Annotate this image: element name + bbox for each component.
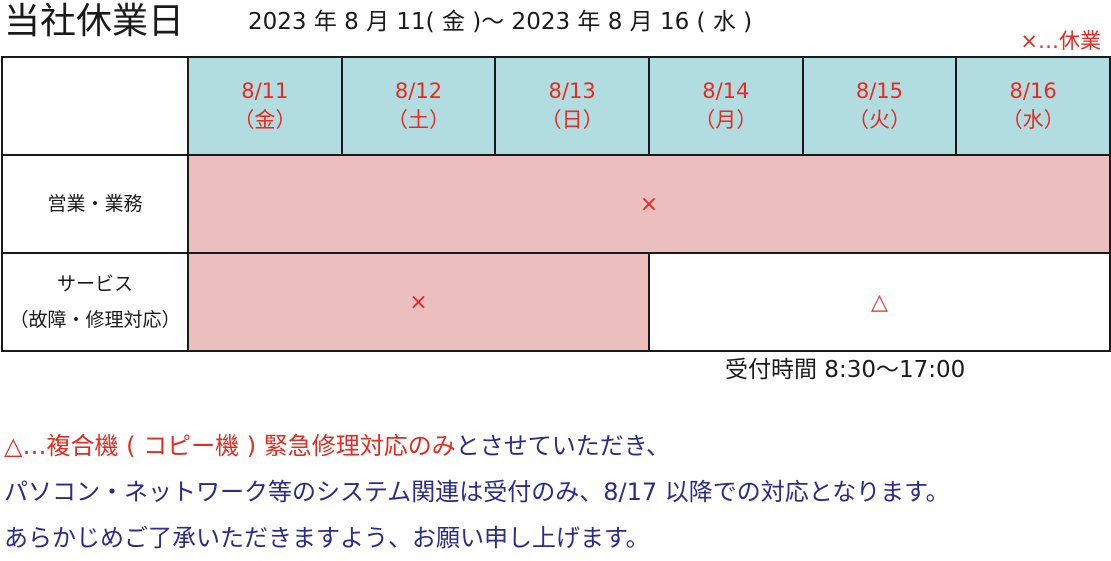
table-corner-cell [1, 56, 189, 156]
notice-emergency-note: △…複合機 ( コピー機 ) 緊急修理対応のみ [4, 432, 456, 460]
day-date: 8/11 [241, 79, 289, 103]
notice-line-1-rest: とさせていただき、 [455, 432, 671, 460]
notice-line-1: △…複合機 ( コピー機 ) 緊急修理対応のみとさせていただき、 [4, 423, 950, 469]
notice-line-3: あらかじめご了承いただきますよう、お願い申し上げます。 [4, 524, 650, 552]
day-date: 8/16 [1009, 79, 1057, 103]
day-header-8-15: 8/15 （火） [801, 56, 958, 156]
row-label-text: 営業・業務 [47, 193, 143, 215]
legend-closed: ×…休業 [1020, 29, 1101, 53]
reception-hours: 受付時間 8:30～17:00 [725, 357, 966, 383]
table-header-row: 8/11 （金） 8/12 （土） 8/13 （日） 8/14 （月） 8/15… [1, 56, 1111, 156]
status-cell-closed: × [187, 252, 650, 352]
notice-block: △…複合機 ( コピー機 ) 緊急修理対応のみとさせていただき、 パソコン・ネッ… [4, 423, 950, 561]
holiday-schedule-table: 8/11 （金） 8/12 （土） 8/13 （日） 8/14 （月） 8/15… [1, 56, 1111, 352]
day-date: 8/15 [855, 79, 904, 103]
row-label-text: サービス [56, 273, 133, 295]
day-weekday: （火） [847, 108, 911, 132]
day-weekday: （金） [233, 108, 297, 132]
day-date: 8/14 [702, 79, 750, 103]
status-cell-closed: × [187, 154, 1111, 254]
day-weekday: （土） [386, 108, 450, 132]
day-header-8-13: 8/13 （日） [494, 56, 650, 156]
table-row-sales: 営業・業務 × [1, 154, 1111, 254]
day-header-8-14: 8/14 （月） [647, 56, 804, 156]
day-weekday: （日） [540, 108, 604, 132]
day-weekday: （水） [1001, 108, 1065, 132]
day-header-8-12: 8/12 （土） [340, 56, 497, 156]
day-date: 8/13 [548, 79, 596, 103]
day-date: 8/12 [394, 79, 443, 103]
row-label-sales: 営業・業務 [1, 154, 189, 254]
day-header-8-11: 8/11 （金） [187, 56, 343, 156]
row-label-service: サービス （故障・修理対応） [1, 252, 189, 352]
day-header-8-16: 8/16 （水） [955, 56, 1111, 156]
day-weekday: （月） [694, 108, 758, 132]
page-title: 当社休業日 [4, 1, 185, 42]
table-row-service: サービス （故障・修理対応） × △ [1, 252, 1111, 352]
holiday-period: 2023 年 8 月 11( 金 )～ 2023 年 8 月 16 ( 水 ) [248, 9, 753, 35]
status-cell-partial: △ [647, 252, 1111, 352]
row-label-subtext: （故障・修理対応） [9, 309, 181, 331]
notice-line-2: パソコン・ネットワーク等のシステム関連は受付のみ、8/17 以降での対応となりま… [4, 478, 950, 506]
